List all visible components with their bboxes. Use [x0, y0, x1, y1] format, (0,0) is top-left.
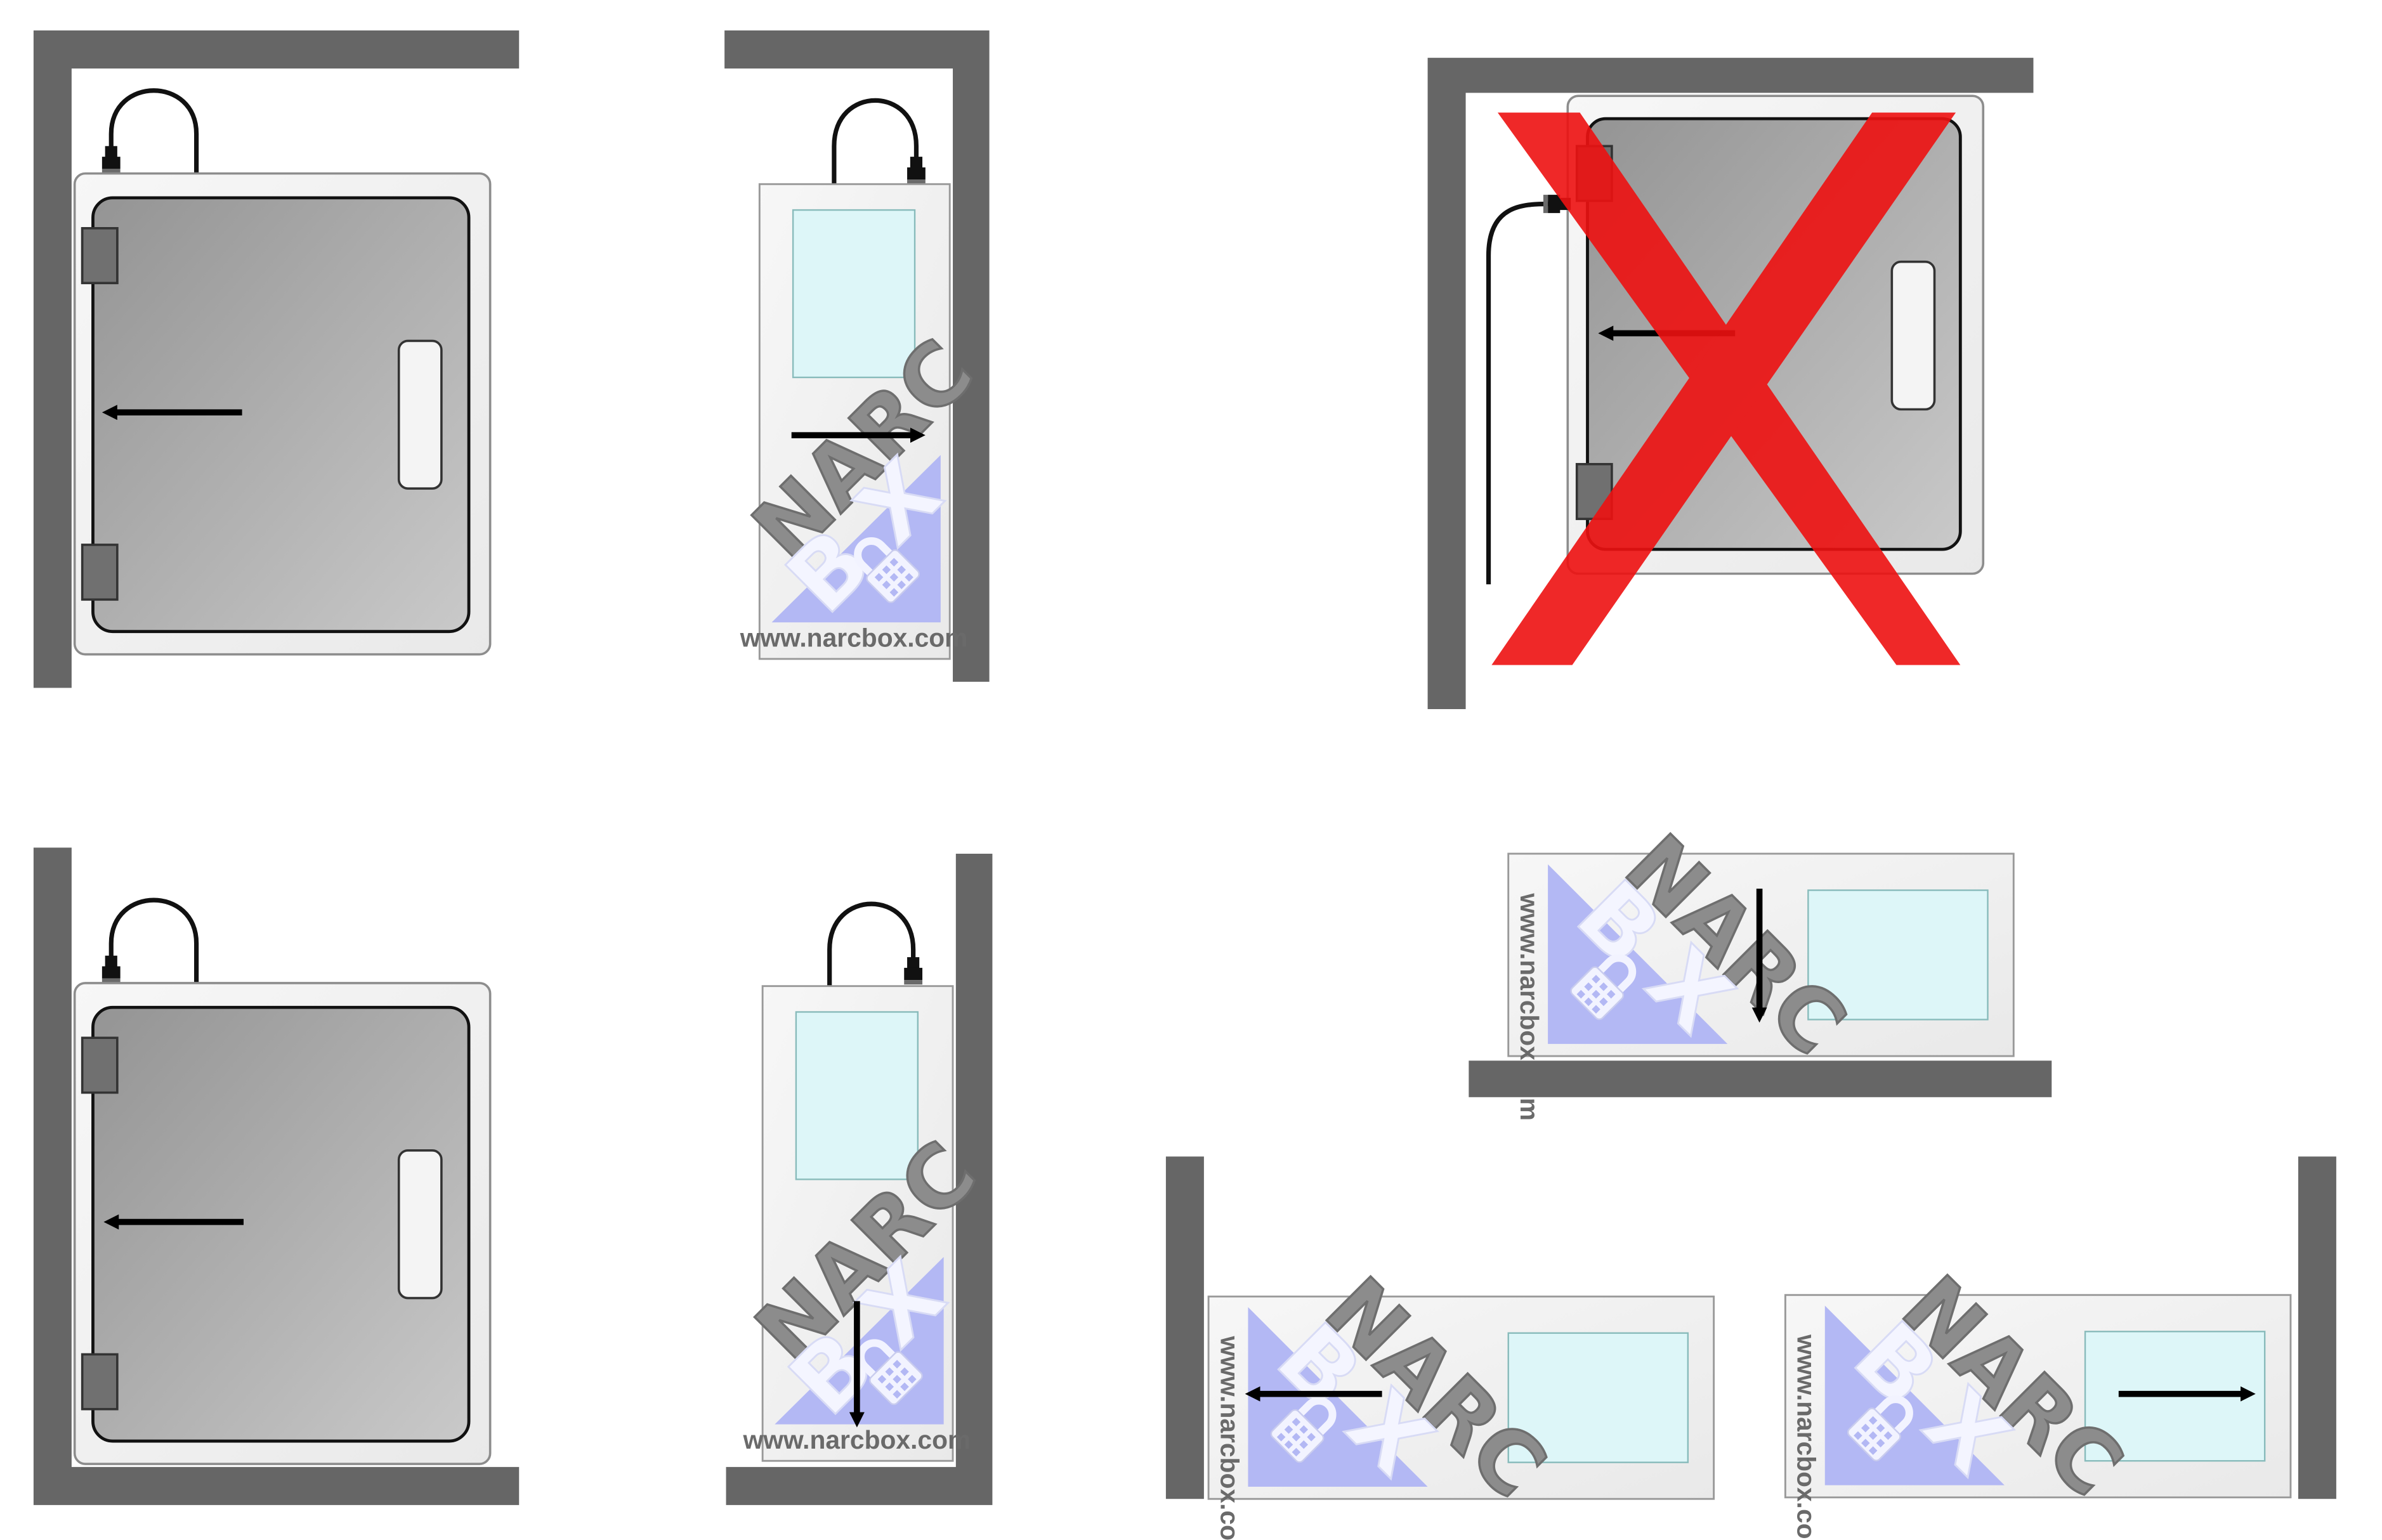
url-label: www.narcbox.com [1215, 1336, 1244, 1540]
url-label: www.narcbox.com [743, 1425, 971, 1454]
cable-icon [108, 897, 199, 983]
plug-icon [904, 957, 923, 985]
scene-narrow-unit-right-wall-top: NARC B X www.narcbox.com [724, 30, 993, 682]
cable-icon [827, 901, 916, 986]
scene-landscape-unit-left-wall: NARC B X www.narcbox.com [1165, 1156, 1715, 1540]
hinge-icon [81, 227, 119, 285]
plug-icon [101, 955, 121, 983]
wall-right-corner [724, 30, 990, 682]
landscape-unit: NARC B X www.narcbox.com [1784, 1256, 2292, 1540]
narrow-unit: NARC B X www.narcbox.com [736, 985, 996, 1462]
prohibited-x-icon [1491, 112, 1961, 665]
cable-icon [108, 88, 199, 174]
wall-left [1165, 1156, 1204, 1499]
scene-left-door-cabinet-bottom [33, 847, 520, 1505]
url-label: www.narcbox.com [1792, 1334, 1821, 1540]
wall-right [2298, 1156, 2336, 1499]
scene-landscape-unit-right-wall: NARC B X www.narcbox.com [1784, 1156, 2336, 1540]
plug-icon [907, 157, 926, 185]
cable-icon [832, 98, 919, 185]
wall-right-corner [726, 853, 993, 1505]
scene-narrow-unit-bottom-corner: NARC B X www.narcbox.com [726, 853, 996, 1505]
scene-left-door-cabinet-top [33, 30, 520, 688]
url-label: www.narcbox.com [740, 623, 968, 653]
cable-icon [1486, 201, 1550, 585]
scene-landscape-unit-shelf: NARC B X www.narcbox.com [1469, 815, 2052, 1121]
plug-icon [101, 146, 121, 174]
landscape-unit: NARC B X www.narcbox.com [1207, 1258, 1715, 1540]
shelf [1469, 1060, 2052, 1097]
landscape-unit: NARC B X www.narcbox.com [1507, 815, 2015, 1121]
scene-cabinet-wall-mount-invalid [1427, 58, 2034, 710]
narrow-unit: NARC B X www.narcbox.com [733, 183, 993, 660]
